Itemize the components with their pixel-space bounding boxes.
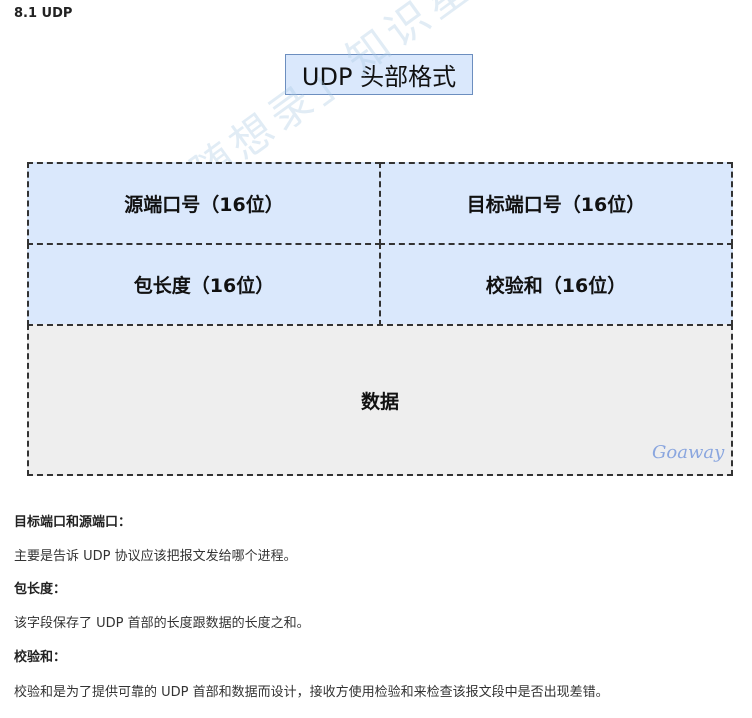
heading-ports: 目标端口和源端口： xyxy=(14,515,132,530)
checksum-cell: 校验和（16位） xyxy=(379,243,733,326)
heading-length: 包长度： xyxy=(14,582,67,597)
body-ports: 主要是告诉 UDP 协议应该把报文发给哪个进程。 xyxy=(14,549,297,564)
signature: Goaway xyxy=(652,442,725,463)
body-length: 该字段保存了 UDP 首部的长度跟数据的长度之和。 xyxy=(14,616,310,631)
heading-checksum: 校验和： xyxy=(14,650,67,665)
data-cell: 数据 xyxy=(27,324,733,476)
section-title: 8.1 UDP xyxy=(14,6,73,21)
dst-port-cell: 目标端口号（16位） xyxy=(379,162,733,245)
body-checksum: 校验和是为了提供可靠的 UDP 首部和数据而设计，接收方使用检验和来检查该报文段… xyxy=(14,685,609,700)
diagram-title: UDP 头部格式 xyxy=(285,54,473,95)
src-port-cell: 源端口号（16位） xyxy=(27,162,381,245)
length-cell: 包长度（16位） xyxy=(27,243,381,326)
